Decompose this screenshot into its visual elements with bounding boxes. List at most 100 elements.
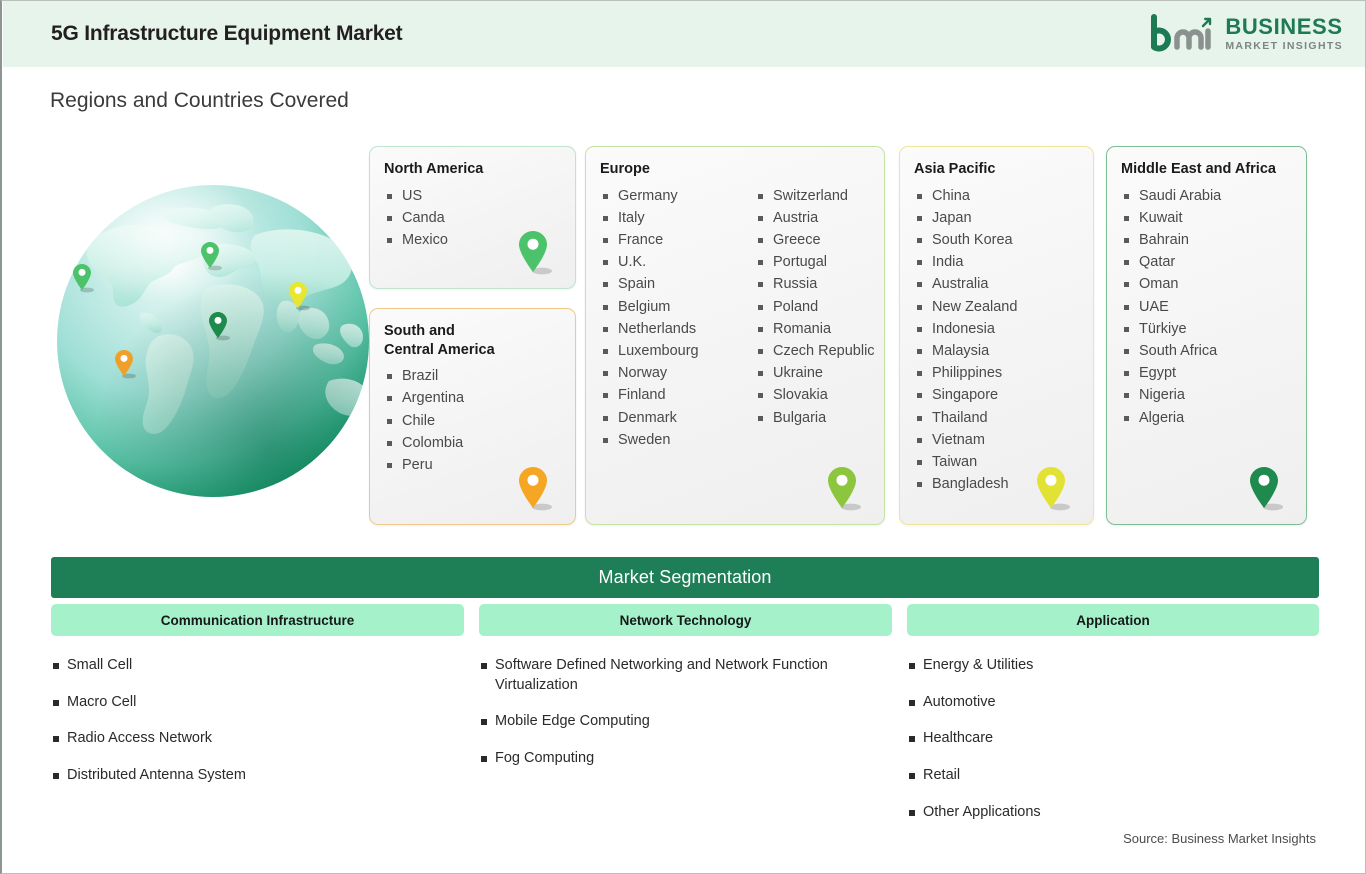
region-country-list: Brazil Argentina Chile Colombia Peru [384,365,464,476]
world-globe-illustration [57,185,369,497]
segmentation-item: Retail [908,766,1308,786]
country-item: Spain [600,273,755,295]
globe-continents [86,204,369,434]
segmentation-items-application: Energy & Utilities Automotive Healthcare… [908,656,1308,840]
region-title-line-2: Central America [384,341,495,358]
region-card-south-and-central-america[interactable]: South and Central America Brazil Argenti… [369,308,576,525]
globe-pin-asia-pacific [289,282,310,311]
country-item: Ukraine [755,362,875,384]
region-card-north-america[interactable]: North America US Canda Mexico [369,146,576,289]
segmentation-item: Macro Cell [52,693,452,713]
region-country-columns: US Canda Mexico [384,185,561,252]
region-country-list: China Japan South Korea India Australia … [914,185,1017,496]
country-item: Nigeria [1121,384,1221,406]
country-item: Poland [755,296,875,318]
segmentation-item: Small Cell [52,656,452,676]
region-title-line-1: South and [384,323,455,339]
country-item: Greece [755,229,875,251]
country-item: Slovakia [755,384,875,406]
page-title: 5G Infrastructure Equipment Market [51,22,403,45]
segmentation-item: Other Applications [908,803,1308,823]
country-item: Türkiye [1121,318,1221,340]
country-item: Austria [755,207,875,229]
country-item: Portugal [755,251,875,273]
section-heading: Regions and Countries Covered [50,89,349,112]
region-title: Europe [600,161,650,177]
country-item: Colombia [384,432,464,454]
country-item: Norway [600,362,755,384]
country-item: Chile [384,410,464,432]
country-item: Canda [384,207,448,229]
country-item: Mexico [384,229,448,251]
map-pin-icon-asia-pacific [1037,467,1070,511]
segmentation-category-label: Application [1076,612,1150,628]
segmentation-item: Radio Access Network [52,729,452,749]
segmentation-item: Fog Computing [480,749,875,769]
brand-logo: BUSINESS MARKET INSIGHTS [1150,14,1343,54]
country-item: Czech Republic [755,340,875,362]
segmentation-items-network-technology: Software Defined Networking and Network … [480,656,875,786]
country-item: Germany [600,185,755,207]
country-item: Bangladesh [914,473,1017,495]
region-country-list-column-2: Switzerland Austria Greece Portugal Russ… [755,185,875,451]
region-card-europe[interactable]: Europe Germany Italy France U.K. Spain B… [585,146,885,525]
country-item: Oman [1121,273,1221,295]
country-item: Vietnam [914,429,1017,451]
globe-pin-north-america [73,264,94,293]
country-item: Qatar [1121,251,1221,273]
country-item: Bahrain [1121,229,1221,251]
logo-business-text: BUSINESS [1225,14,1343,40]
region-country-list: Saudi Arabia Kuwait Bahrain Qatar Oman U… [1121,185,1221,429]
segmentation-category-header-network-technology: Network Technology [479,604,892,636]
country-item: Netherlands [600,318,755,340]
country-item: Denmark [600,407,755,429]
segmentation-category-label: Communication Infrastructure [160,612,355,628]
segmentation-item: Distributed Antenna System [52,766,452,786]
country-item: Egypt [1121,362,1221,384]
country-item: Kuwait [1121,207,1221,229]
country-item: Peru [384,454,464,476]
page-header: 5G Infrastructure Equipment Market BUSIN… [3,1,1365,67]
country-item: Italy [600,207,755,229]
map-pin-icon-south-and-central-america [519,467,552,511]
market-segmentation-title: Market Segmentation [598,567,772,587]
country-item: Russia [755,273,875,295]
country-item: Australia [914,273,1017,295]
country-item: India [914,251,1017,273]
segmentation-item: Software Defined Networking and Network … [480,656,875,695]
country-item: Luxembourg [600,340,755,362]
segmentation-item: Energy & Utilities [908,656,1308,676]
country-item: Belgium [600,296,755,318]
country-item: Brazil [384,365,464,387]
country-item: Taiwan [914,451,1017,473]
country-item: New Zealand [914,296,1017,318]
region-country-columns: Saudi Arabia Kuwait Bahrain Qatar Oman U… [1121,185,1292,429]
segmentation-item: Healthcare [908,729,1308,749]
region-card-asia-pacific[interactable]: Asia Pacific China Japan South Korea Ind… [899,146,1094,525]
region-card-middle-east-and-africa[interactable]: Middle East and Africa Saudi Arabia Kuwa… [1106,146,1307,525]
country-item: Finland [600,384,755,406]
region-country-columns: China Japan South Korea India Australia … [914,185,1079,496]
globe-sphere [57,185,369,497]
region-title: Middle East and Africa [1121,161,1276,177]
country-item: Bulgaria [755,407,875,429]
country-item: Philippines [914,362,1017,384]
country-item: U.K. [600,251,755,273]
segmentation-category-header-application: Application [907,604,1319,636]
region-country-columns: Brazil Argentina Chile Colombia Peru [384,365,561,476]
globe-pin-middle-east-africa [209,312,230,341]
segmentation-item: Automotive [908,693,1308,713]
country-item: China [914,185,1017,207]
country-item: Indonesia [914,318,1017,340]
country-item: Sweden [600,429,755,451]
segmentation-item: Mobile Edge Computing [480,712,875,732]
country-item: Thailand [914,407,1017,429]
country-item: Japan [914,207,1017,229]
bmi-logo-icon [1151,14,1212,52]
segmentation-items-communication-infrastructure: Small Cell Macro Cell Radio Access Netwo… [52,656,452,803]
country-item: Saudi Arabia [1121,185,1221,207]
globe-pin-europe [201,242,222,271]
country-item: Argentina [384,387,464,409]
country-item: South Africa [1121,340,1221,362]
region-title: North America [384,161,484,177]
